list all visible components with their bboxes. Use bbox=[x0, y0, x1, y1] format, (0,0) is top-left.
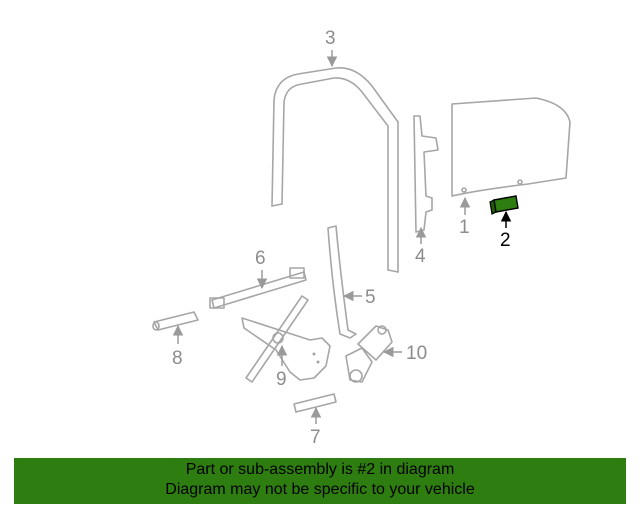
callout-6[interactable]: 6 bbox=[255, 248, 266, 269]
callout-7[interactable]: 7 bbox=[310, 427, 321, 448]
part-10-motor[interactable] bbox=[345, 325, 393, 383]
callout-2[interactable]: 2 bbox=[500, 230, 511, 251]
part-2-glass-channel[interactable] bbox=[489, 195, 519, 215]
callout-9[interactable]: 9 bbox=[276, 369, 287, 390]
part-6-regulator-rail[interactable] bbox=[209, 267, 307, 309]
part-7-strip[interactable] bbox=[293, 393, 337, 413]
parts-diagram: 3 4 1 2 5 6 8 9 10 7 bbox=[152, 28, 571, 448]
callout-10[interactable]: 10 bbox=[406, 343, 427, 364]
callout-5[interactable]: 5 bbox=[365, 287, 376, 308]
part-5-front-guide[interactable] bbox=[327, 225, 357, 339]
part-3-run-channel[interactable] bbox=[271, 67, 399, 273]
part-4-rear-channel[interactable] bbox=[413, 115, 439, 233]
part-8-strip[interactable] bbox=[152, 311, 199, 331]
callout-1[interactable]: 1 bbox=[459, 217, 470, 238]
callout-8[interactable]: 8 bbox=[172, 348, 183, 369]
info-banner: Part or sub-assembly is #2 in diagram Di… bbox=[14, 458, 626, 504]
callout-3[interactable]: 3 bbox=[325, 28, 336, 49]
banner-line-1: Part or sub-assembly is #2 in diagram bbox=[185, 461, 455, 478]
callout-4[interactable]: 4 bbox=[415, 246, 426, 267]
part-9-regulator[interactable] bbox=[241, 295, 331, 383]
banner-line-2: Diagram may not be specific to your vehi… bbox=[165, 481, 475, 498]
part-1-door-glass[interactable] bbox=[451, 97, 571, 197]
